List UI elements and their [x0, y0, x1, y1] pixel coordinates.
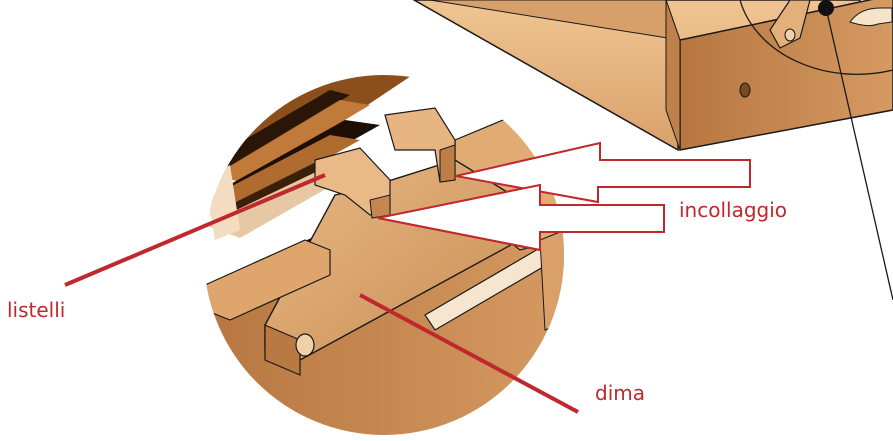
- detail-circle-arc: [739, 0, 893, 75]
- top-frame-slot: [849, 7, 893, 27]
- jig-plate-hole: [295, 333, 315, 357]
- top-frame-jig-hole: [784, 28, 796, 42]
- notch-block-right-face: [439, 144, 456, 183]
- detail-view: [204, 75, 564, 435]
- top-frame-assembly: [412, 0, 893, 301]
- dima-leader-line: [359, 293, 579, 414]
- label-dima: dima: [595, 381, 645, 405]
- listelli-leader-line: [64, 173, 326, 287]
- top-frame-small-jig: [769, 0, 811, 49]
- detail-leader-line: [825, 7, 893, 301]
- label-incollaggio: incollaggio: [679, 198, 788, 222]
- top-frame-corner-edge: [665, 0, 681, 151]
- annotations: [64, 141, 751, 414]
- jig-plate-edge: [264, 324, 301, 376]
- label-listelli: listelli: [7, 298, 66, 322]
- top-frame-pin: [818, 0, 834, 16]
- right-small-rail: [539, 229, 564, 331]
- top-frame-hole: [739, 82, 751, 98]
- incollaggio-arrow-lower: [377, 183, 665, 252]
- incollaggio-arrow-lower-edge: [377, 217, 541, 251]
